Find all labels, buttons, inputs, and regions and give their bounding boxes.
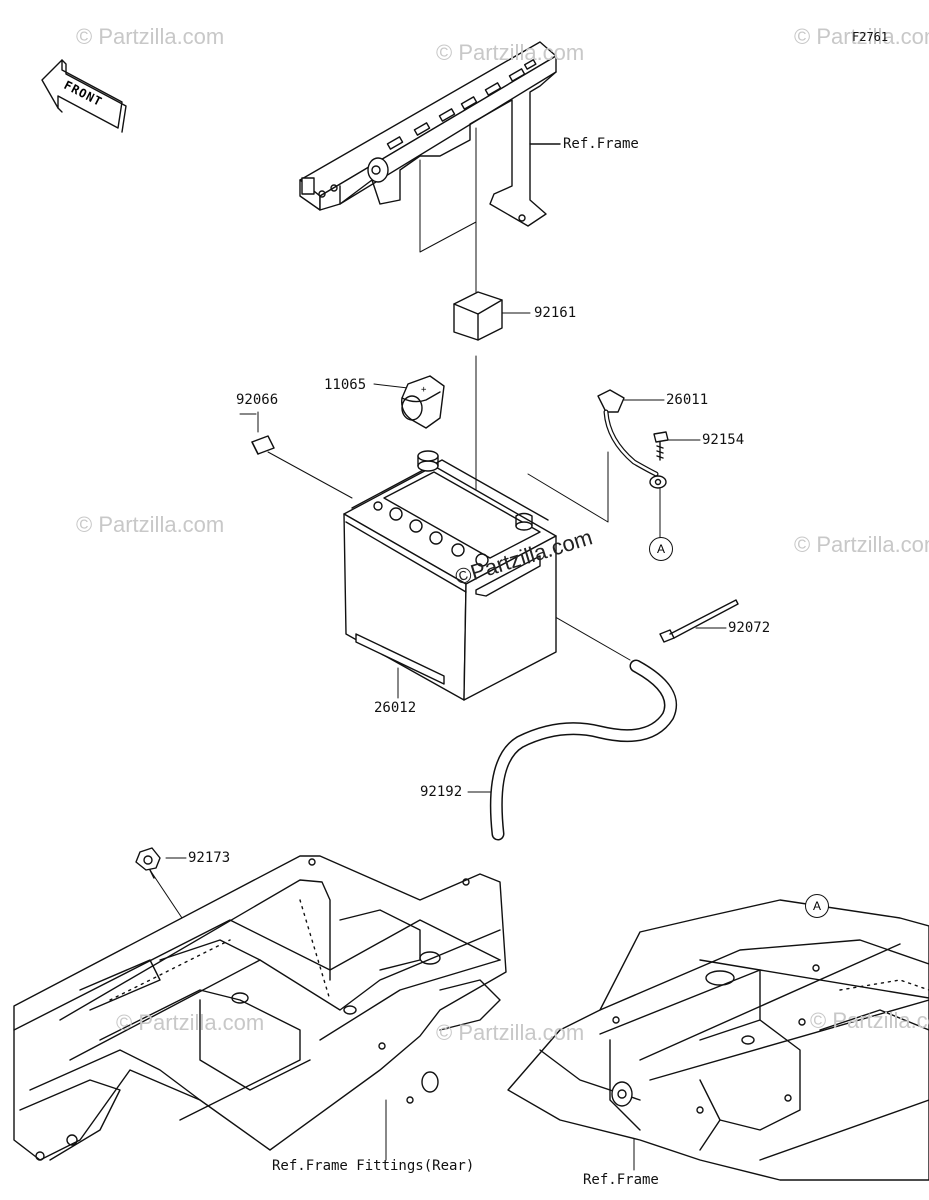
battery-26012 — [343, 450, 557, 701]
watermark: © Partzilla.com — [76, 24, 225, 49]
cable-26011 — [597, 389, 667, 489]
label-ref-frame-bottom: Ref.Frame — [583, 1172, 659, 1188]
label-92173: 92173 — [188, 850, 231, 866]
label-ref-frame-fittings: Ref.Frame Fittings(Rear) — [272, 1158, 475, 1174]
watermark: © Partzilla.com — [76, 512, 225, 537]
label-ref-frame-top: Ref.Frame — [563, 136, 639, 152]
cap-92066 — [251, 435, 275, 455]
hose-92192 — [489, 659, 678, 841]
upper-frame-bracket — [299, 41, 561, 227]
bolt-92154 — [653, 431, 669, 461]
rear-frame-right — [507, 899, 929, 1181]
label-92161: 92161 — [534, 305, 577, 321]
cap-11065: + — [401, 375, 445, 429]
watermark: © Partzilla.com — [436, 1020, 585, 1045]
reference-marker-a: A — [805, 894, 829, 918]
front-arrow-icon — [41, 59, 127, 133]
clamp-92173 — [135, 847, 161, 879]
rear-frame-fittings — [13, 855, 507, 1161]
label-26011: 26011 — [666, 392, 709, 408]
figure-code: F2761 — [852, 30, 889, 44]
pad-92161 — [453, 291, 503, 341]
tie-92072 — [659, 599, 739, 643]
watermark: © Partzilla.com — [116, 1010, 265, 1035]
watermark: © Partzilla.com — [810, 1008, 929, 1033]
watermark: © Partzilla.com — [794, 24, 929, 49]
svg-text:+: + — [421, 385, 427, 395]
label-92072: 92072 — [728, 620, 771, 636]
watermark: © Partzilla.com — [794, 532, 929, 557]
label-92066: 92066 — [236, 392, 279, 408]
reference-marker-a: A — [649, 537, 673, 561]
label-92192: 92192 — [420, 784, 463, 800]
watermark: © Partzilla.com — [436, 40, 585, 65]
label-92154: 92154 — [702, 432, 745, 448]
label-11065: 11065 — [324, 377, 367, 393]
label-26012: 26012 — [374, 700, 417, 716]
